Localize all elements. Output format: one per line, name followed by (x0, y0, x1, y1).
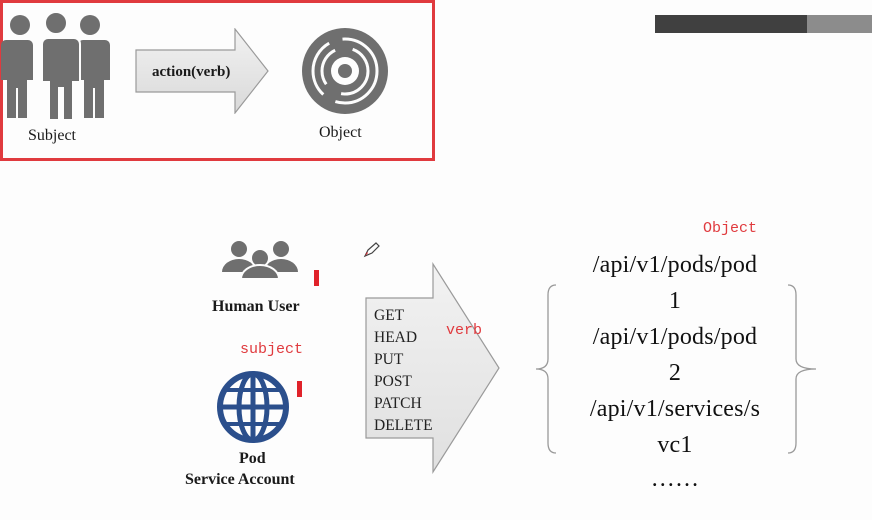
verb-annotation: verb (446, 322, 483, 339)
red-marker-2 (297, 381, 302, 397)
object-annotation: Object (703, 220, 758, 237)
api-line: /api/v1/services/s (589, 396, 761, 422)
resource-braces (535, 284, 817, 454)
human-user-label: Human User (212, 298, 300, 315)
service-account-label: Service Account (185, 471, 295, 488)
api-line: vc1 (657, 432, 693, 458)
action-arrow (135, 28, 269, 114)
api-line: /api/v1/pods/pod (592, 252, 758, 278)
users-group-icon (222, 241, 298, 280)
verb-item: PUT (374, 351, 404, 368)
people-group-icon (0, 11, 110, 120)
api-line: 1 (668, 288, 682, 314)
globe-icon (217, 371, 289, 443)
pen-cursor-icon (363, 242, 380, 258)
verb-item: POST (374, 373, 412, 390)
verb-item: PATCH (374, 395, 422, 412)
verbs-list: GET HEAD PUT POST PATCH DELETE (374, 305, 433, 437)
verb-item: GET (374, 307, 405, 324)
subject-label: Subject (28, 127, 76, 144)
disc-icon (302, 28, 388, 114)
action-label: action(verb) (152, 64, 231, 80)
red-marker-1 (314, 270, 319, 286)
header-bar-light (807, 15, 872, 33)
verb-item: HEAD (374, 329, 418, 346)
subject-action-object-frame (0, 0, 435, 161)
api-line: 2 (668, 360, 682, 386)
api-line: /api/v1/pods/pod (592, 324, 758, 350)
pod-label: Pod (239, 450, 266, 467)
header-bar-dark (655, 15, 807, 33)
subject-annotation: subject (240, 341, 304, 358)
api-line-ellipsis: …… (650, 466, 700, 492)
verb-item: DELETE (374, 417, 433, 434)
verbs-arrow (365, 262, 500, 474)
object-label: Object (319, 124, 362, 141)
